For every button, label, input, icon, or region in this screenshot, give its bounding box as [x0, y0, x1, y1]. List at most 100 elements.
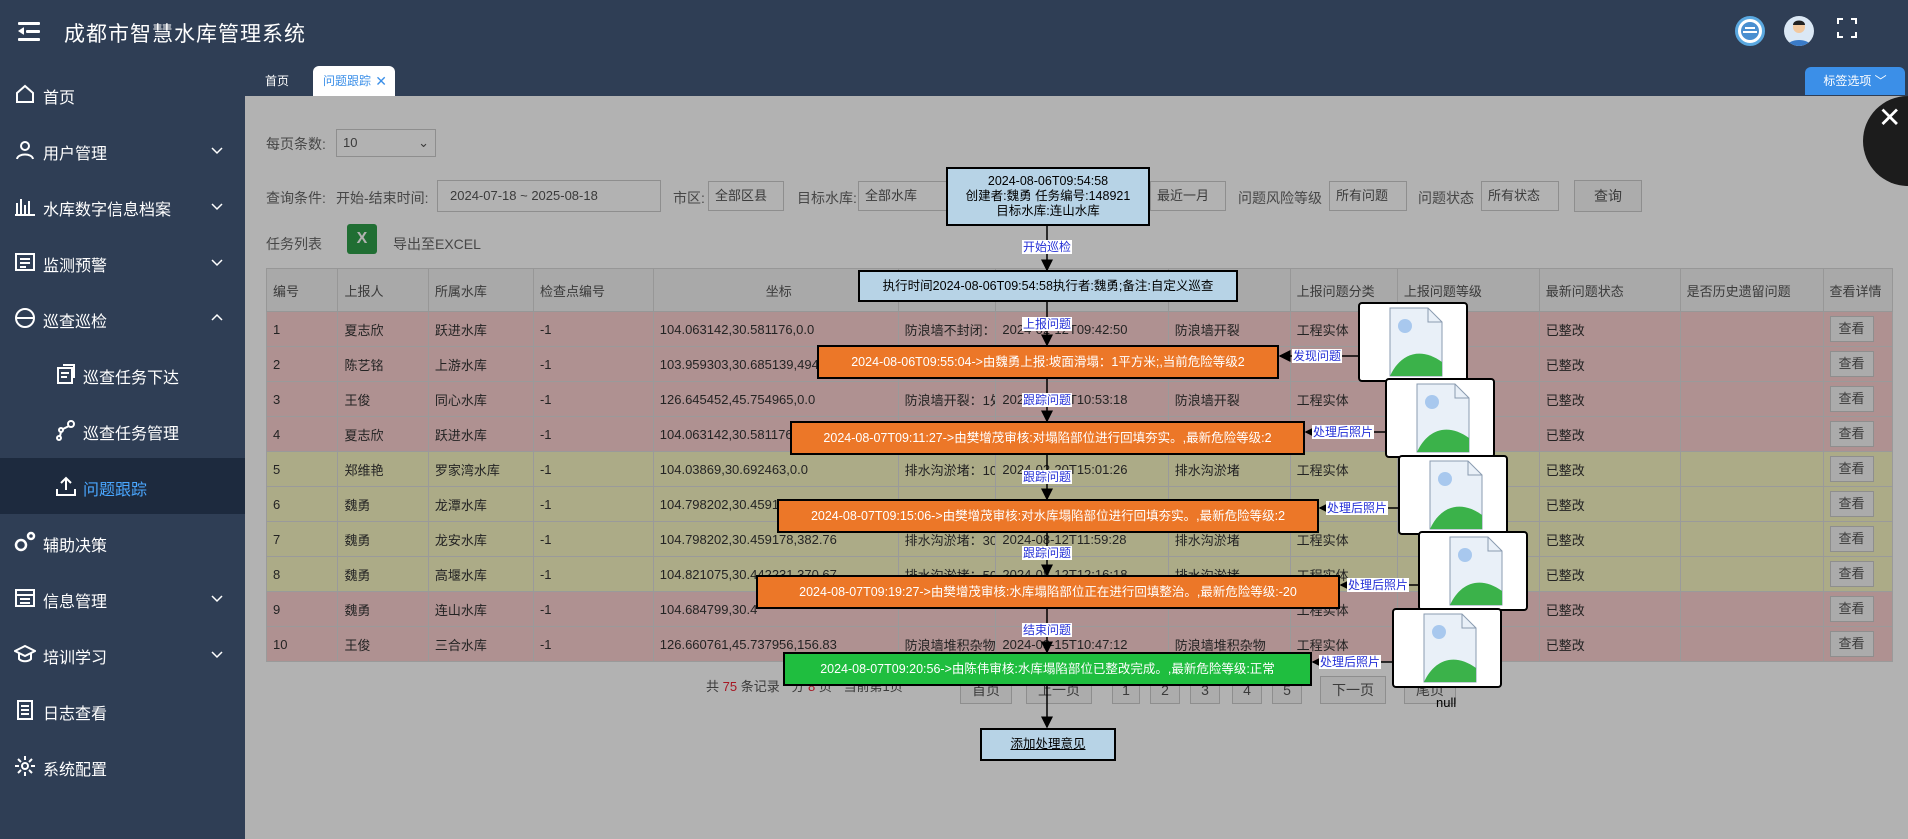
- chevron-down-icon: [211, 259, 223, 267]
- photo-thumbnail[interactable]: [1398, 455, 1508, 535]
- sidebar-item-home[interactable]: 首页: [0, 66, 245, 122]
- view-details-button[interactable]: 查看: [1829, 526, 1874, 552]
- status-select[interactable]: 所有状态: [1481, 181, 1559, 211]
- flow-node-review-final[interactable]: 2024-08-07T09:20:56->由陈伟审核:水库塌陷部位已整改完成。,…: [783, 652, 1312, 686]
- edge-label: 开始巡检: [1022, 240, 1073, 254]
- edge-label: 跟踪问题: [1022, 546, 1073, 560]
- broken-image-icon: [1429, 460, 1483, 530]
- column-header[interactable]: 最新问题状态: [1538, 268, 1681, 312]
- column-header[interactable]: 所属水库: [427, 268, 534, 312]
- table-cell: 夏志欣: [337, 416, 429, 452]
- view-details-button[interactable]: 查看: [1829, 386, 1874, 412]
- table-cell: 防浪墙开裂: [1167, 381, 1291, 417]
- flow-node-issue-reported[interactable]: 2024-08-06T09:55:04->由魏勇上报:坡面滑塌：1平方米;,当前…: [817, 345, 1279, 379]
- node-line: 2024-08-07T09:11:27->由樊增茂审核:对塌陷部位进行回填夯实。…: [823, 431, 1272, 445]
- column-header[interactable]: 上报人: [337, 268, 429, 312]
- tag-options-button[interactable]: 标签选项 ﹀: [1805, 67, 1905, 95]
- table-cell: 魏勇: [337, 556, 429, 592]
- flow-node-task-executed[interactable]: 执行时间2024-08-06T09:54:58执行者:魏勇;备注:自定义巡查: [858, 270, 1238, 302]
- table-cell: -1: [532, 486, 654, 522]
- table-cell: [1679, 451, 1824, 487]
- column-header[interactable]: 编号: [265, 268, 339, 312]
- table-cell: [1679, 486, 1824, 522]
- sidebar-item-patrol-inspection[interactable]: 巡查巡检: [0, 290, 245, 346]
- sidebar-item-user-management[interactable]: 用户管理: [0, 122, 245, 178]
- edge-label: 跟踪问题: [1022, 393, 1073, 407]
- column-header[interactable]: 是否历史遗留问题: [1679, 268, 1824, 312]
- menu-toggle-icon[interactable]: [18, 20, 40, 44]
- tab-issue-tracking[interactable]: 问题跟踪 ✕: [313, 66, 395, 96]
- logo-badge-icon[interactable]: [1735, 16, 1765, 46]
- flow-node-task-created[interactable]: 2024-08-06T09:54:58 创建者:魏勇 任务编号:148921 目…: [946, 167, 1150, 226]
- table-cell: 魏勇: [337, 521, 429, 557]
- photo-thumbnail[interactable]: [1418, 531, 1528, 611]
- period-select[interactable]: 最近一月: [1150, 181, 1226, 211]
- table-cell: 王俊: [337, 381, 429, 417]
- edge-label: 上报问题: [1022, 317, 1073, 331]
- table-cell: 1: [265, 311, 339, 347]
- flow-node-review-3[interactable]: 2024-08-07T09:19:27->由樊增茂审核:水库塌陷部位正在进行回填…: [756, 575, 1340, 609]
- sidebar-item-monitor-warning[interactable]: 监测预警: [0, 234, 245, 290]
- table-cell: 魏勇: [337, 591, 429, 627]
- risk-select[interactable]: 所有问题: [1329, 181, 1407, 211]
- table-cell: 陈艺铭: [337, 346, 429, 382]
- sidebar-item-label: 问题跟踪: [83, 482, 148, 499]
- table-cell: 排水沟淤堵: [1167, 451, 1291, 487]
- close-icon[interactable]: ✕: [375, 73, 387, 89]
- view-details-button[interactable]: 查看: [1829, 596, 1874, 622]
- flow-node-review-1[interactable]: 2024-08-07T09:11:27->由樊增茂审核:对塌陷部位进行回填夯实。…: [790, 421, 1305, 455]
- sidebar-item-label: 系统配置: [43, 762, 108, 779]
- sidebar-item-system-config[interactable]: 系统配置: [0, 738, 245, 794]
- district-select[interactable]: 全部区县: [708, 181, 784, 211]
- view-details-button[interactable]: 查看: [1829, 351, 1874, 377]
- close-icon[interactable]: ✕: [1878, 102, 1902, 133]
- table-cell: 上游水库: [427, 346, 534, 382]
- sidebar-item-patrol-task-manage[interactable]: 巡查任务管理: [0, 402, 245, 458]
- table-cell: 同心水库: [427, 381, 534, 417]
- table-cell: 查看: [1822, 346, 1894, 382]
- next-page-button[interactable]: 下一页: [1320, 676, 1386, 704]
- upload-icon: [56, 476, 76, 496]
- add-comment-button[interactable]: 添加处理意见: [980, 728, 1116, 761]
- view-details-button[interactable]: 查看: [1829, 316, 1874, 342]
- sidebar-item-label: 信息管理: [43, 594, 108, 611]
- tab-home[interactable]: 首页: [245, 66, 305, 96]
- table-cell: 连山水库: [427, 591, 534, 627]
- sidebar-item-patrol-task-assign[interactable]: 巡查任务下达: [0, 346, 245, 402]
- view-details-button[interactable]: 查看: [1829, 561, 1874, 587]
- sidebar-item-decision-support[interactable]: 辅助决策: [0, 514, 245, 570]
- photo-thumbnail[interactable]: [1385, 378, 1495, 458]
- sidebar-item-label: 巡查巡检: [43, 314, 108, 331]
- view-details-button[interactable]: 查看: [1829, 491, 1874, 517]
- sidebar-item-training[interactable]: 培训学习: [0, 626, 245, 682]
- view-details-button[interactable]: 查看: [1829, 421, 1874, 447]
- sidebar-item-reservoir-archive[interactable]: 水库数字信息档案: [0, 178, 245, 234]
- gear-icon: [15, 756, 35, 776]
- table-cell: [1679, 626, 1824, 662]
- view-details-button[interactable]: 查看: [1829, 631, 1874, 657]
- photo-thumbnail[interactable]: [1358, 302, 1468, 382]
- time-range-input[interactable]: 2024-07-18 ~ 2025-08-18: [437, 180, 661, 212]
- page-size-select[interactable]: 10⌄: [336, 129, 436, 157]
- node-line: 执行时间2024-08-06T09:54:58执行者:魏勇;备注:自定义巡查: [882, 279, 1214, 293]
- flow-node-review-2[interactable]: 2024-08-07T09:15:06->由樊增茂审核:对水库塌陷部位进行回填夯…: [777, 499, 1319, 533]
- sidebar-item-info-management[interactable]: 信息管理: [0, 570, 245, 626]
- sidebar-item-issue-tracking[interactable]: 问题跟踪: [0, 458, 245, 514]
- sidebar-item-log-view[interactable]: 日志查看: [0, 682, 245, 738]
- query-button[interactable]: 查询: [1574, 180, 1642, 212]
- table-cell: [1679, 416, 1824, 452]
- photo-thumbnail[interactable]: [1392, 608, 1502, 688]
- reservoir-value: 全部水库: [865, 188, 918, 203]
- table-cell: 查看: [1822, 381, 1894, 417]
- user-avatar-icon[interactable]: [1784, 16, 1814, 46]
- excel-icon[interactable]: X: [347, 224, 377, 254]
- export-excel-button[interactable]: 导出至EXCEL: [393, 236, 481, 252]
- column-header[interactable]: 检查点编号: [532, 268, 654, 312]
- fullscreen-icon[interactable]: [1835, 16, 1865, 46]
- table-cell: [1679, 311, 1824, 347]
- view-details-button[interactable]: 查看: [1829, 456, 1874, 482]
